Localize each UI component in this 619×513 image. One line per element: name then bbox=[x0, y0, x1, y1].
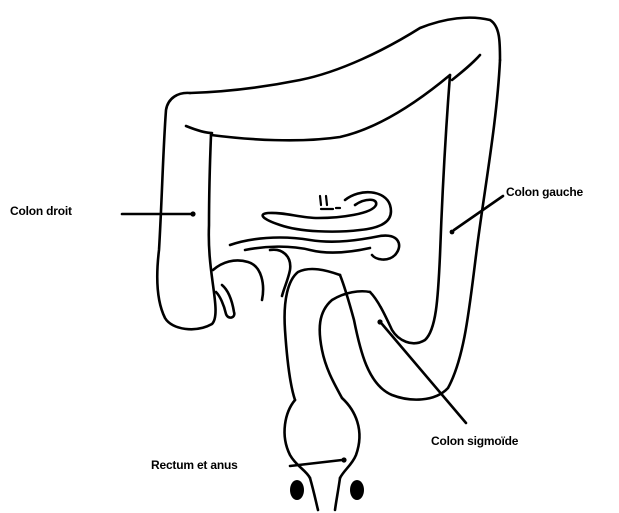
label-right-colon: Colon droit bbox=[10, 204, 72, 218]
ascending-colon-outline bbox=[157, 93, 215, 329]
sigmoid-colon-inner bbox=[320, 291, 370, 398]
label-rectum-anus: Rectum et anus bbox=[151, 458, 238, 472]
small-intestine-dashes bbox=[320, 196, 340, 209]
anal-sphincter-left bbox=[290, 480, 304, 500]
leader-sigmoid-colon bbox=[377, 319, 466, 423]
small-intestine-loop-lower bbox=[213, 250, 290, 318]
leader-left-colon bbox=[450, 196, 503, 234]
transverse-colon-inner bbox=[211, 75, 450, 140]
label-sigmoid-colon: Colon sigmoïde bbox=[431, 434, 518, 448]
hepatic-flexure-crease bbox=[186, 126, 212, 133]
descending-colon-inner bbox=[370, 75, 450, 343]
transverse-colon-outline bbox=[190, 18, 500, 93]
anal-canal-lines bbox=[310, 478, 340, 510]
leader-right-colon bbox=[122, 211, 196, 216]
anal-sphincter-right bbox=[350, 480, 364, 500]
splenic-flexure-crease bbox=[452, 55, 480, 80]
small-intestine-loop-middle bbox=[230, 236, 399, 260]
leader-rectum-anus bbox=[290, 457, 347, 466]
label-left-colon: Colon gauche bbox=[506, 185, 583, 199]
